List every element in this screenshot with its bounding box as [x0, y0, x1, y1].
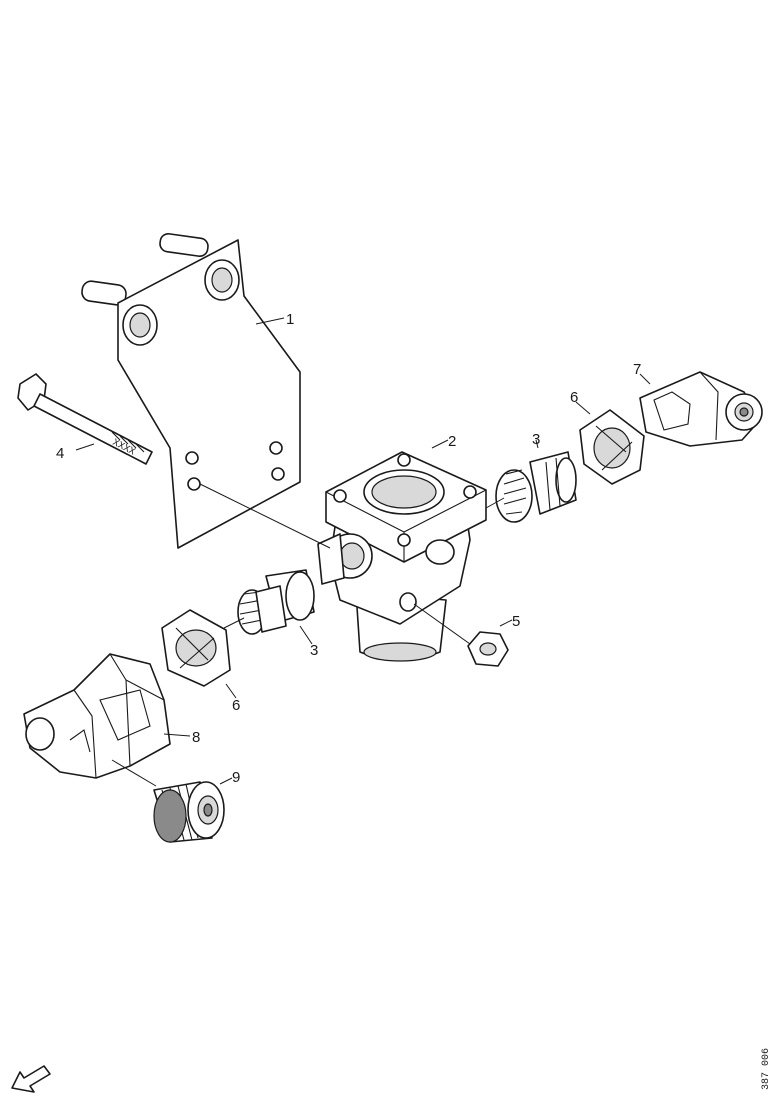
part-4-bolt: XXXX — [17, 373, 153, 465]
callout-4: 4 — [56, 445, 64, 462]
drawing-code: 387 006 — [761, 1048, 772, 1090]
part-9-coupling-insert — [153, 781, 225, 843]
part-2-valve-body — [317, 451, 487, 662]
callouts: 1 2 3 3 4 5 6 6 7 8 9 — [56, 311, 641, 786]
callout-7: 7 — [633, 361, 641, 378]
part-6-clip-upper — [579, 409, 645, 485]
svg-text:XXXX: XXXX — [110, 438, 136, 459]
callout-1: 1 — [286, 311, 294, 328]
callout-6-upper: 6 — [570, 389, 578, 406]
callout-3-upper: 3 — [532, 431, 540, 448]
callout-2: 2 — [448, 433, 456, 450]
arrow-icon — [11, 1065, 51, 1093]
callout-leaders — [75, 317, 651, 785]
part-3-fitting-upper — [495, 451, 577, 523]
callout-9: 9 — [232, 769, 240, 786]
part-3-fitting-lower — [237, 569, 315, 635]
part-1-bracket — [81, 232, 301, 549]
part-6-clip-lower — [161, 609, 231, 687]
callout-5: 5 — [512, 613, 520, 630]
assembly-lines — [111, 483, 505, 787]
callout-8: 8 — [192, 729, 200, 746]
callout-6-lower: 6 — [232, 697, 240, 714]
callout-3-lower: 3 — [310, 642, 318, 659]
part-5-nut — [467, 631, 509, 667]
part-8-coupling-head — [23, 653, 171, 779]
part-7-coupling-head — [639, 371, 763, 447]
